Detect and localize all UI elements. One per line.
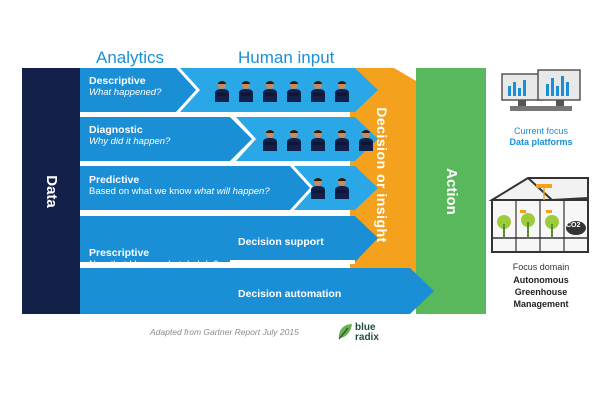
people-descriptive <box>214 80 350 107</box>
row-prescriptive: Prescriptive Now that I know, what do I … <box>89 247 218 270</box>
person-icon <box>358 129 374 156</box>
monitors-icon <box>501 69 581 111</box>
row-descriptive: Descriptive What happened? <box>89 75 161 98</box>
row-title: Descriptive <box>89 75 146 87</box>
data-label: Data <box>42 174 60 208</box>
person-icon <box>310 80 326 107</box>
co2-label: CO2 <box>566 222 581 229</box>
row-title: Diagnostic <box>89 124 143 136</box>
decision-label: Decision or insight <box>374 107 391 243</box>
decision-support-label: Decision support <box>238 236 324 248</box>
action-column: Action <box>416 68 486 314</box>
analytics-header: Analytics <box>96 48 165 67</box>
row-subtitle-pre: Based on what we know <box>89 186 195 197</box>
person-icon <box>334 177 350 204</box>
person-icon <box>334 129 350 156</box>
focus-domain-line1: Autonomous <box>513 275 569 285</box>
focus-domain-line3: Management <box>513 299 569 309</box>
row-subtitle: What happened? <box>89 87 162 98</box>
data-label-wrap: Data <box>22 68 80 314</box>
row-subtitle: Now that I know, what do I do? <box>89 259 219 270</box>
decision-automation-label: Decision automation <box>238 288 342 300</box>
person-icon <box>238 80 254 107</box>
current-focus-label: Current focus <box>513 126 569 136</box>
row-subtitle-em: what will happen? <box>194 186 270 197</box>
people-predictive <box>310 177 350 204</box>
person-icon <box>262 80 278 107</box>
row-title: Prescriptive <box>89 247 150 259</box>
person-icon <box>286 129 302 156</box>
row-diagnostic: Diagnostic Why did it happen? <box>89 124 170 147</box>
human-input-header: Human input <box>238 48 335 67</box>
logo-line2: radix <box>355 332 379 343</box>
row-predictive: Predictive Based on what we know what wi… <box>89 174 270 197</box>
source-caption: Adapted from Gartner Report July 2015 <box>150 327 299 337</box>
person-icon <box>286 80 302 107</box>
people-diagnostic <box>262 129 374 156</box>
logo-line1: blue <box>355 322 376 333</box>
band-automation <box>80 268 434 314</box>
person-icon <box>310 177 326 204</box>
focus-domain-label: Focus domain <box>512 262 570 272</box>
decision-label-wrap: Decision or insight <box>350 68 414 282</box>
band-descriptive <box>80 68 378 112</box>
focus-domain-line2: Greenhouse <box>514 287 568 297</box>
person-icon <box>334 80 350 107</box>
greenhouse-icon <box>488 177 589 253</box>
person-icon <box>214 80 230 107</box>
row-subtitle: Why did it happen? <box>89 136 171 147</box>
data-column <box>22 68 80 314</box>
current-focus-value: Data platforms <box>509 137 573 147</box>
person-icon <box>262 129 278 156</box>
leaf-icon <box>338 324 352 340</box>
row-title: Predictive <box>89 174 140 186</box>
action-label: Action <box>442 167 460 215</box>
band-prescriptive <box>80 216 378 264</box>
person-icon <box>310 129 326 156</box>
